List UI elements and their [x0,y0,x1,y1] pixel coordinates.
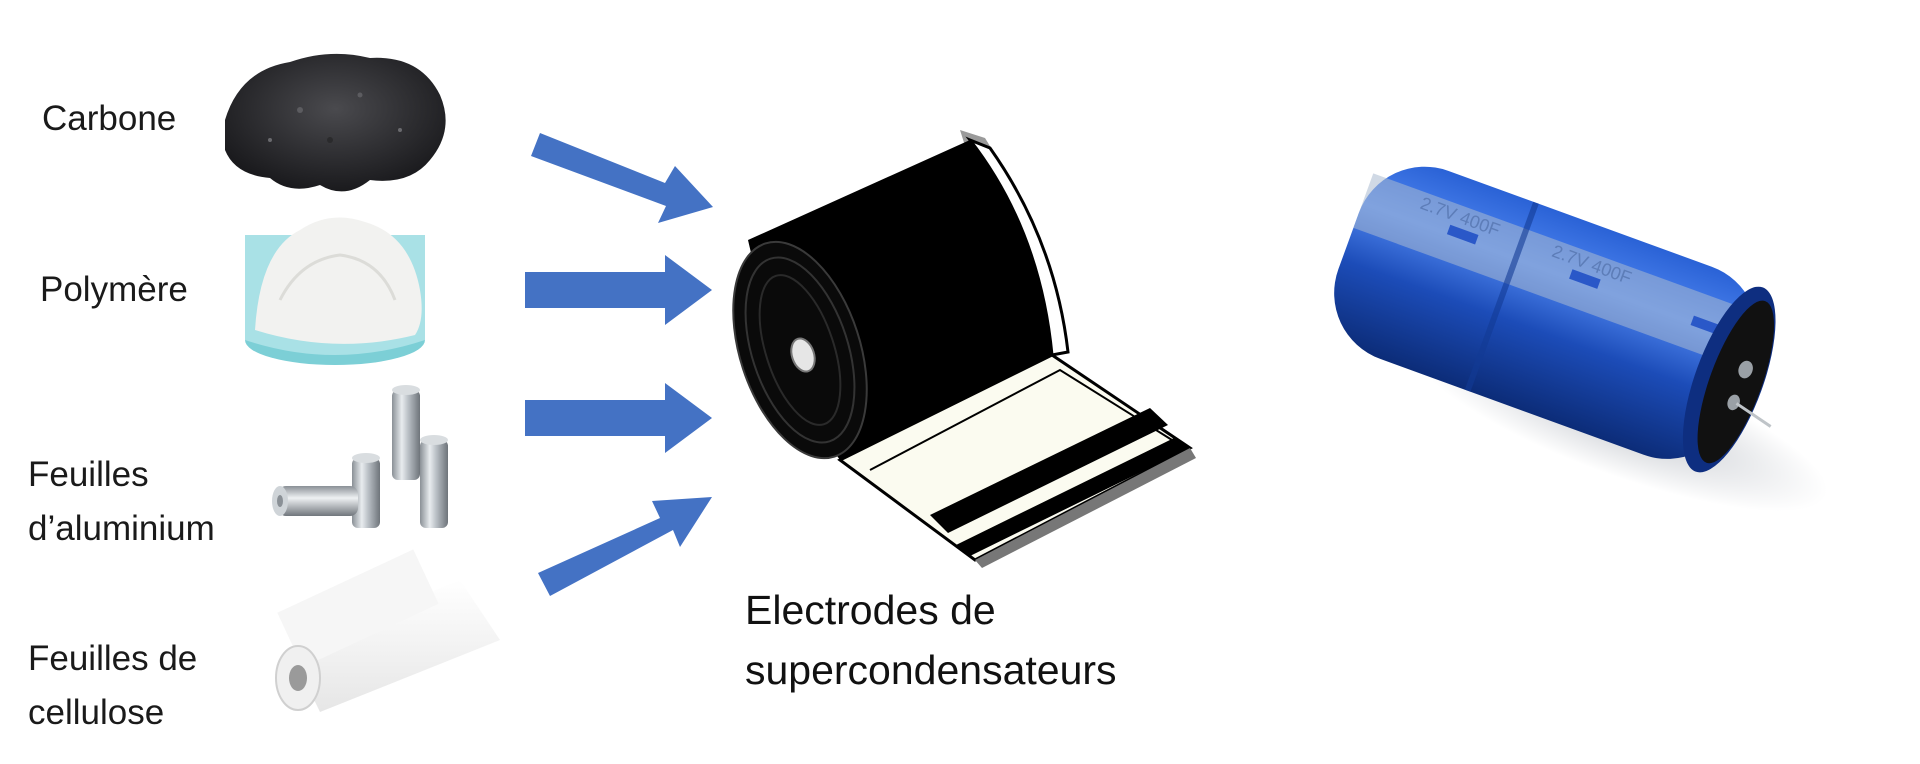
supercapacitor-icon: 2.7V 400F 2.7V 400F [1334,166,1828,512]
arrow-polymere [525,255,712,325]
electrode-roll-icon [732,130,1196,568]
cellulose-roll-icon [275,549,500,712]
input-label-polymere: Polymère [40,270,188,309]
electrode-caption: Electrodes de supercondensateurs [745,587,1117,693]
arrow-aluminium [525,383,712,453]
carbon-powder-icon [225,53,446,192]
input-label-cellulose: Feuilles de cellulose [28,639,198,732]
arrow-cellulose [538,497,712,596]
arrow-carbone [531,133,713,223]
polymer-powder-icon [245,217,425,365]
aluminium-foil-rolls-icon [272,385,448,528]
input-label-carbone: Carbone [42,99,177,138]
input-label-aluminium: Feuilles d’aluminium [28,455,215,548]
